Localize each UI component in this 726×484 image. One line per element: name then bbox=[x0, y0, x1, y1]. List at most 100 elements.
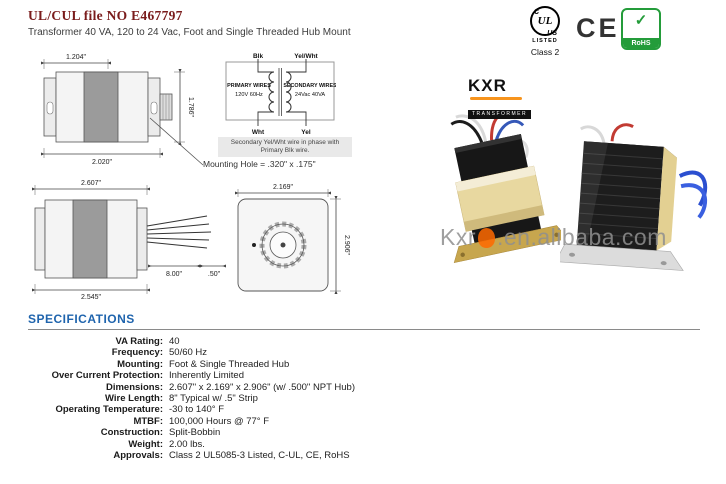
ul-us-label: US bbox=[547, 30, 557, 37]
brand-name: KXR bbox=[468, 76, 507, 95]
ul-listed-mark: c UL US LISTED Class 2 bbox=[520, 6, 570, 57]
spec-row-wire-length: Wire Length: 8" Typical w/ .5" Strip bbox=[28, 393, 700, 404]
mounting-hole bbox=[252, 243, 256, 247]
wire-label-yel-wht: Yel/Wht bbox=[294, 53, 318, 60]
ul-letters: UL bbox=[537, 15, 553, 27]
front-view-drawing: 1.204" 1.786" 2.020" bbox=[40, 54, 194, 166]
spec-value: Split-Bobbin bbox=[169, 427, 221, 439]
spec-label: VA Rating: bbox=[115, 336, 164, 347]
brand-sub-label: TRANSFORMER bbox=[468, 109, 532, 119]
spec-label: Over Current Protection: bbox=[51, 370, 163, 382]
rohs-label: RoHS bbox=[623, 38, 659, 48]
spec-row-operating-temperature: Operating Temperature: -30 to 140° F bbox=[28, 404, 700, 415]
bobbin-side bbox=[656, 146, 678, 251]
spec-row-frequency: Frequency: 50/60 Hz bbox=[28, 347, 700, 358]
wiring-diagram: Blk Yel/Wht PRIMARY WIRES 120V 60Hz SECO… bbox=[225, 53, 336, 136]
dim-strip-length: .50" bbox=[208, 271, 221, 278]
spec-label: Weight: bbox=[128, 438, 163, 450]
wire-label-wht: Wht bbox=[252, 129, 265, 136]
mounting-hole-note: Mounting Hole = .320" x .175" bbox=[203, 159, 316, 169]
dim-wire-length: 8.00" bbox=[166, 271, 183, 278]
brand-swoosh-icon bbox=[470, 97, 522, 100]
mounting-flange bbox=[453, 225, 561, 264]
specifications-heading: SPECIFICATIONS bbox=[28, 312, 135, 326]
wiring-phase-note: Secondary Yel/Wht wire in phase with Pri… bbox=[218, 137, 352, 158]
core-band bbox=[72, 199, 108, 279]
spec-row-over-current-protection: Over Current Protection: Inherently Limi… bbox=[28, 370, 700, 381]
primary-wires-title: PRIMARY WIRES bbox=[227, 83, 271, 89]
hub-center bbox=[280, 242, 286, 248]
spec-label: Construction: bbox=[100, 427, 163, 439]
wiring-box bbox=[225, 61, 335, 121]
watermark-suffix: .en.alibaba.com bbox=[497, 224, 667, 250]
spec-value: Foot & Single Threaded Hub bbox=[169, 358, 290, 370]
bottom-view-drawing: 2.169" 2.906" bbox=[234, 184, 350, 295]
ce-mark: CE bbox=[576, 13, 620, 43]
ul-logo-icon: c UL US bbox=[530, 6, 560, 37]
dim-bottom-width: 2.169" bbox=[273, 184, 294, 191]
spec-row-mounting: Mounting: Foot & Single Threaded Hub bbox=[28, 359, 700, 370]
spec-row-weight: Weight: 2.00 lbs. bbox=[28, 439, 700, 450]
brand-logo: KXR TRANSFORMER bbox=[468, 76, 548, 120]
spec-row-approvals: Approvals: Class 2 UL5085-3 Listed, C-UL… bbox=[28, 450, 700, 461]
spec-label: MTBF: bbox=[133, 415, 163, 427]
secondary-wires-value: 24Vac 40VA bbox=[295, 92, 326, 98]
dim-bottom-height: 2.906" bbox=[343, 235, 350, 256]
check-icon: ✓ bbox=[634, 12, 648, 29]
watermark: Kxr .en.alibaba.com bbox=[440, 224, 667, 251]
secondary-coil bbox=[285, 71, 292, 113]
dim-side-bottom-width: 2.545" bbox=[81, 294, 102, 300]
specifications-section: SPECIFICATIONS VA Rating: 40 Frequency: … bbox=[28, 312, 700, 461]
mounting-slot-right bbox=[150, 101, 158, 115]
mounting-hole-leader-line bbox=[149, 117, 204, 166]
white-wire bbox=[455, 114, 488, 142]
spec-value: 8" Typical w/ .5" Strip bbox=[169, 393, 258, 405]
alibaba-icon bbox=[478, 227, 495, 248]
blue-wire bbox=[678, 170, 708, 207]
product-photo-left bbox=[450, 110, 561, 264]
black-wire bbox=[450, 120, 484, 143]
red-wire bbox=[610, 123, 634, 142]
spec-value: 40 bbox=[169, 336, 180, 347]
blue-wire bbox=[494, 119, 525, 142]
watermark-prefix: Kxr bbox=[440, 224, 476, 250]
mounting-slot-left bbox=[46, 101, 54, 115]
spec-label: Frequency: bbox=[111, 347, 163, 359]
spec-value: 2.607" x 2.169" x 2.906" (w/ .500" NPT H… bbox=[169, 381, 355, 393]
spec-value: Inherently Limited bbox=[169, 370, 244, 382]
dim-front-overall-width: 2.020" bbox=[92, 159, 113, 166]
spec-label: Operating Temperature: bbox=[55, 404, 163, 416]
divider bbox=[28, 329, 700, 330]
spec-row-dimensions: Dimensions: 2.607" x 2.169" x 2.906" (w/… bbox=[28, 382, 700, 393]
dim-front-height: 1.786" bbox=[187, 97, 194, 118]
spec-row-va-rating: VA Rating: 40 bbox=[28, 336, 700, 347]
core-band bbox=[83, 71, 119, 143]
page-subtitle: Transformer 40 VA, 120 to 24 Vac, Foot a… bbox=[28, 27, 351, 38]
secondary-wires-title: SECONDARY WIRES bbox=[283, 83, 336, 89]
spec-row-mtbf: MTBF: 100,000 Hours @ 77° F bbox=[28, 416, 700, 427]
dim-side-top-width: 2.607" bbox=[81, 180, 102, 187]
primary-wires-value: 120V 60Hz bbox=[235, 92, 263, 98]
spec-value: 100,000 Hours @ 77° F bbox=[169, 415, 270, 427]
product-photo-right bbox=[560, 123, 708, 271]
right-mounting-foot bbox=[136, 207, 148, 271]
blue-wire bbox=[680, 183, 708, 219]
white-wire bbox=[580, 125, 606, 144]
spec-value: 2.00 lbs. bbox=[169, 438, 205, 450]
mounting-flange bbox=[560, 243, 684, 271]
spec-row-construction: Construction: Split-Bobbin bbox=[28, 427, 700, 438]
page-title: UL/CUL file NO E467797 bbox=[28, 8, 183, 23]
spec-value: -30 to 140° F bbox=[169, 404, 225, 416]
spec-label: Dimensions: bbox=[105, 381, 163, 393]
dim-front-core-width: 1.204" bbox=[66, 54, 87, 61]
side-view-drawing: 2.607" 8.00" .50" 2.545" bbox=[31, 180, 227, 300]
wire-label-blk: Blk bbox=[253, 53, 264, 60]
wire-label-yel: Yel bbox=[301, 129, 311, 136]
ul-class-label: Class 2 bbox=[530, 47, 560, 57]
spec-value: 50/60 Hz bbox=[169, 347, 208, 359]
left-mounting-foot bbox=[34, 207, 46, 271]
spec-value: Class 2 UL5085-3 Listed, C-UL, CE, RoHS bbox=[169, 450, 350, 462]
lead-wires bbox=[146, 215, 212, 249]
primary-coil bbox=[268, 71, 275, 113]
